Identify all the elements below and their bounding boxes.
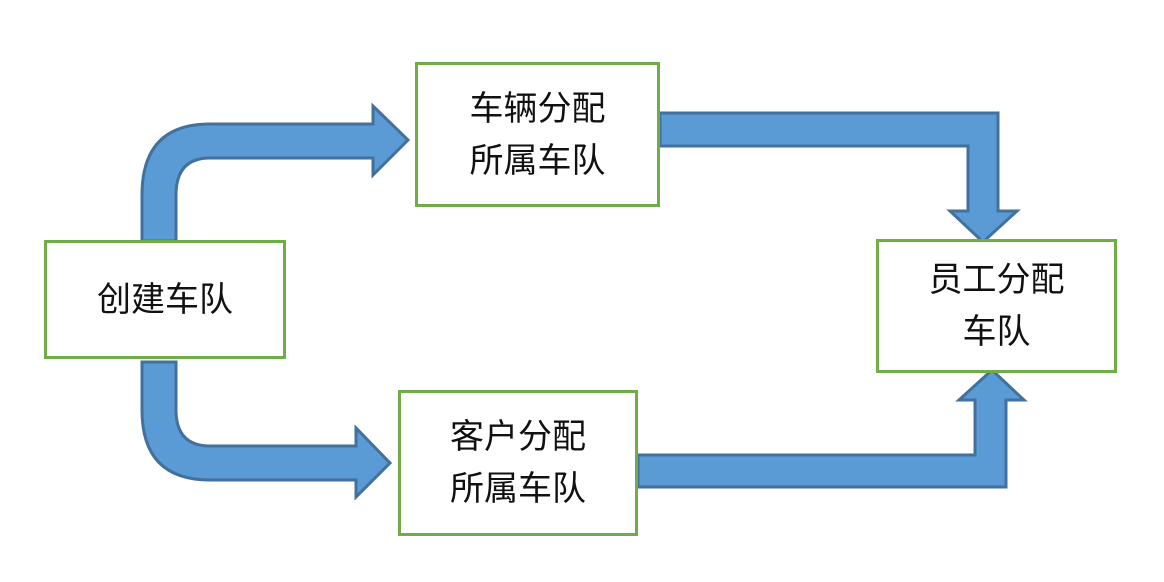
node-create-fleet-line-1: 创建车队	[97, 279, 233, 320]
arrow-create-to-vehicle	[140, 102, 411, 243]
node-employee-assign-fleet-line-1: 员工分配	[928, 260, 1065, 300]
node-customer-assign-fleet-line-2: 所属车队	[450, 469, 586, 509]
node-employee-assign-fleet-line-2: 车队	[962, 312, 1031, 352]
node-vehicle-assign-fleet: 车辆分配 所属车队	[415, 62, 660, 207]
arrow-customer-to-employee	[636, 367, 1028, 489]
arrow-create-to-customer	[140, 360, 393, 501]
node-customer-assign-fleet-line-1: 客户分配	[450, 417, 586, 457]
node-create-fleet: 创建车队	[44, 240, 286, 359]
node-employee-assign-fleet: 员工分配 车队	[876, 239, 1117, 373]
node-customer-assign-fleet: 客户分配 所属车队	[398, 390, 638, 536]
node-vehicle-assign-fleet-line-2: 所属车队	[469, 140, 606, 181]
node-vehicle-assign-fleet-line-1: 车辆分配	[469, 88, 606, 129]
arrow-vehicle-to-employee	[658, 111, 1021, 245]
